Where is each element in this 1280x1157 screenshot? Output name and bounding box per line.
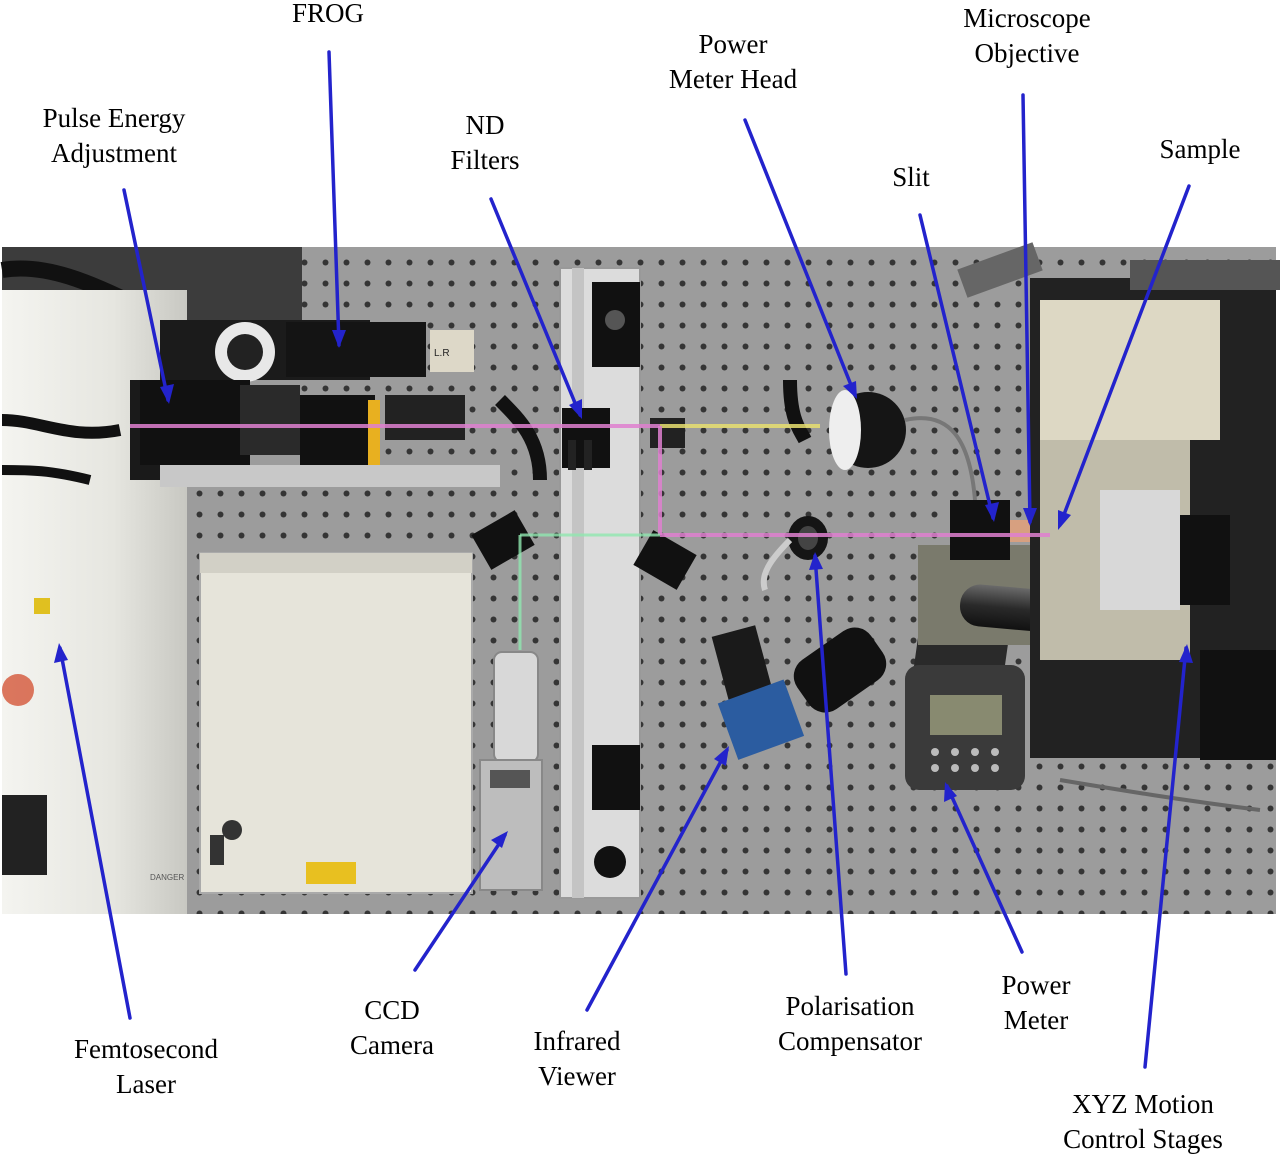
- bench-photo: DANGER L.R: [0, 242, 1280, 914]
- label-femtosecond-laser: Femtosecond Laser: [74, 1034, 218, 1099]
- arrow-power-meter: [945, 784, 1024, 954]
- arrowhead-microscope-objective: [1023, 508, 1037, 526]
- nd-filters-mount: [562, 408, 610, 470]
- label-nd-filters: ND Filters: [450, 110, 520, 175]
- arrow-microscope-objective: [1021, 93, 1032, 524]
- arrow-heads: [54, 330, 1193, 848]
- polarisation-compensator-device: [760, 516, 828, 591]
- arrow-frog: [327, 50, 341, 347]
- label-xyz-motion-control-stages: XYZ Motion Control Stages: [1063, 1089, 1223, 1154]
- laser-beams: [130, 424, 1050, 650]
- label-microscope-objective: Microscope Objective: [963, 3, 1091, 68]
- arrow-slit: [918, 213, 995, 520]
- arrow-infrared-viewer: [585, 748, 729, 1012]
- arrow-nd-filters: [489, 197, 582, 417]
- label-power-meter-head: Power Meter Head: [668, 29, 798, 94]
- mirror-mounts: [471, 379, 812, 590]
- arrowhead-frog: [332, 330, 346, 348]
- arrowhead-infrared-viewer: [714, 746, 729, 766]
- arrow-sample: [1058, 184, 1191, 527]
- arrow-power-meter-head: [743, 118, 857, 397]
- arrowhead-nd-filters: [569, 399, 582, 419]
- ccd-camera-device: [479, 651, 543, 891]
- device-tag: L.R: [434, 348, 450, 359]
- arrowhead-pulse-energy: [160, 384, 174, 404]
- label-arrows: [58, 50, 1191, 1069]
- arrow-ccd-camera: [413, 833, 507, 972]
- laser-warning-sign: DANGER: [150, 873, 184, 882]
- label-ccd-camera: CCD Camera: [350, 995, 434, 1060]
- label-frog: FROG: [291, 0, 365, 28]
- arrow-femtosecond-laser: [58, 646, 132, 1020]
- label-infrared-viewer: Infrared Viewer: [533, 1026, 621, 1091]
- arrowhead-slit: [985, 502, 999, 522]
- xyz-stages-device: [957, 242, 1280, 812]
- label-slit: Slit: [892, 162, 930, 192]
- arrowhead-power-meter-head: [843, 381, 857, 399]
- arrowhead-sample: [1058, 510, 1071, 530]
- label-pulse-energy-adjustment: Pulse Energy Adjustment: [42, 103, 186, 168]
- label-polarisation-compensator: Polarisation Compensator: [778, 991, 922, 1056]
- label-power-meter: Power Meter: [1001, 970, 1071, 1035]
- arrowhead-power-meter: [944, 782, 957, 802]
- arrowhead-polarisation-compensator: [809, 552, 823, 570]
- label-sample: Sample: [1159, 134, 1241, 164]
- power-meter-device: [905, 626, 1025, 790]
- arrowhead-femtosecond-laser: [54, 643, 68, 663]
- laser-controller-box: [199, 552, 473, 894]
- arrow-pulse-energy: [122, 188, 170, 402]
- arrow-polarisation-compensator: [813, 554, 848, 976]
- vertical-rail: [559, 267, 641, 899]
- arrowhead-xyz-stages: [1179, 644, 1193, 663]
- infrared-viewer-device: [711, 625, 887, 760]
- power-meter-head-device: [829, 390, 977, 501]
- arrow-xyz-stages: [1143, 646, 1188, 1069]
- arrowhead-ccd-camera: [491, 831, 508, 848]
